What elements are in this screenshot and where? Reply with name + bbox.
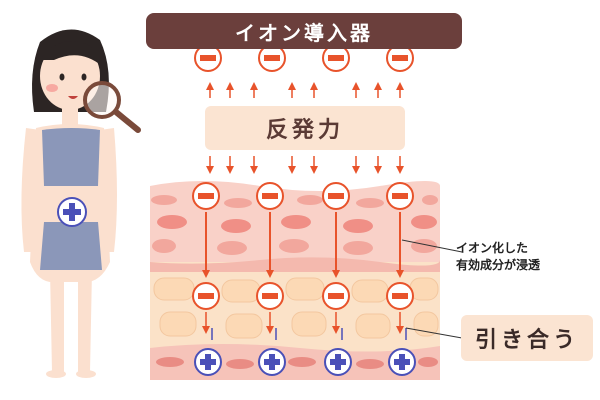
penetration-annotation: イオン化した 有効成分が浸透	[456, 240, 596, 274]
repulsion-label: 反発力	[205, 106, 405, 150]
magnifier-icon	[83, 81, 141, 133]
annotation-leader-line	[401, 239, 463, 253]
surface-negative-ions	[192, 182, 414, 210]
device-title: イオン導入器	[146, 13, 462, 49]
device-negative-ions	[194, 44, 414, 72]
attraction-leader-line	[405, 327, 463, 339]
annotation-line-2: 有効成分が浸透	[456, 258, 541, 272]
annotation-line-1: イオン化した	[456, 241, 529, 255]
plus-icon	[57, 197, 87, 227]
positive-ions	[194, 348, 416, 376]
penetration-arrows	[202, 212, 404, 278]
epidermis-cells	[151, 195, 438, 255]
woman-illustration	[21, 29, 117, 378]
attraction-arrows	[202, 312, 404, 334]
inner-negative-ions	[192, 282, 414, 310]
deep-layer-cells	[156, 357, 438, 369]
dermis-cells	[153, 277, 439, 339]
repulsion-arrows-bottom	[206, 156, 404, 174]
repulsion-arrows-top	[206, 82, 404, 98]
attraction-label: 引き合う	[461, 315, 593, 361]
attraction-arrows-up	[211, 328, 407, 340]
